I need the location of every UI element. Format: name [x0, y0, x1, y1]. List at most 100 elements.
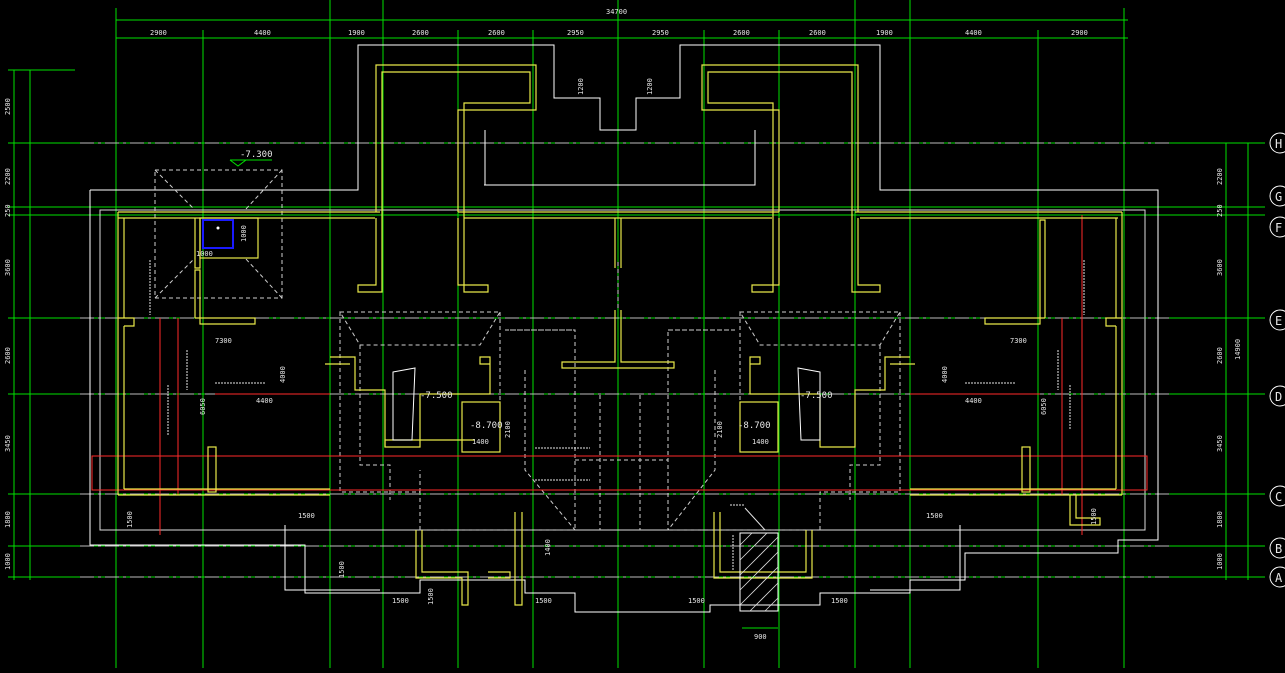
svg-text:1500: 1500 — [688, 597, 705, 605]
right-dim: 2200 — [1216, 168, 1224, 185]
svg-text:4400: 4400 — [965, 397, 982, 405]
left-dim: 3450 — [4, 435, 12, 452]
svg-text:-8.700: -8.700 — [738, 421, 771, 431]
left-dim: 2600 — [4, 347, 12, 364]
dashed-hidden-lines — [154, 169, 901, 531]
left-dim: 1000 — [4, 553, 12, 570]
axis-bubble-c[interactable]: C — [1269, 485, 1285, 507]
svg-text:-8.700: -8.700 — [470, 421, 503, 431]
svg-text:1500: 1500 — [926, 512, 943, 520]
elevation-left-big-pit: -7.500 — [420, 391, 453, 401]
left-dim: 1800 — [4, 511, 12, 528]
top-dim: 2600 — [412, 29, 429, 37]
top-dim: 2600 — [488, 29, 505, 37]
svg-text:D: D — [1275, 390, 1282, 404]
svg-text:1500: 1500 — [831, 597, 848, 605]
axis-bubble-f[interactable]: F — [1269, 216, 1285, 238]
top-dim: 2600 — [733, 29, 750, 37]
svg-text:1500: 1500 — [535, 597, 552, 605]
svg-text:900: 900 — [754, 633, 767, 641]
svg-text:1500: 1500 — [392, 597, 409, 605]
foundation-walls — [117, 64, 1123, 606]
axis-bubbles: H G F E D C B A — [1269, 132, 1285, 588]
svg-text:1400: 1400 — [544, 539, 552, 556]
axis-bubble-g[interactable]: G — [1269, 185, 1285, 207]
elevation-right-small-pit: -8.700 — [738, 421, 771, 431]
top-dim: 4400 — [965, 29, 982, 37]
overall-height-dim: 14900 — [1234, 339, 1242, 360]
top-dim: 2950 — [567, 29, 584, 37]
rebar-note-marks — [149, 260, 1085, 570]
svg-text:C: C — [1275, 490, 1282, 504]
svg-text:7300: 7300 — [1010, 337, 1027, 345]
svg-text:G: G — [1275, 190, 1282, 204]
svg-text:4000: 4000 — [279, 366, 287, 383]
elevation-left-small-pit: -8.700 — [470, 421, 503, 431]
svg-text:A: A — [1275, 571, 1283, 585]
right-dim: 3600 — [1216, 259, 1224, 276]
svg-text:1400: 1400 — [472, 438, 489, 446]
left-dim: 2200 — [4, 168, 12, 185]
axis-bubble-b[interactable]: B — [1269, 537, 1285, 559]
right-dim: 250 — [1216, 204, 1224, 217]
svg-text:1000: 1000 — [196, 250, 213, 258]
svg-text:1500: 1500 — [427, 588, 435, 605]
svg-text:1200: 1200 — [577, 78, 585, 95]
pit-marker-blue — [202, 219, 234, 249]
hatched-wall — [739, 532, 779, 612]
elevation-markers: -7.300 -7.500 -8.700 -8.700 -7.500 — [229, 150, 833, 431]
pit-slopes — [392, 367, 821, 441]
top-dim: 2600 — [809, 29, 826, 37]
svg-text:-7.500: -7.500 — [420, 391, 453, 401]
top-dim: 2900 — [1071, 29, 1088, 37]
top-dim: 4400 — [254, 29, 271, 37]
left-dimensions: 2500 2200 250 3600 2600 3450 1800 1000 — [4, 98, 12, 570]
right-dim: 2600 — [1216, 347, 1224, 364]
right-dim: 1000 — [1216, 553, 1224, 570]
svg-text:2100: 2100 — [504, 421, 512, 438]
svg-text:4400: 4400 — [256, 397, 273, 405]
svg-text:-7.300: -7.300 — [240, 150, 273, 160]
svg-text:F: F — [1275, 221, 1282, 235]
left-dim: 2500 — [4, 98, 12, 115]
svg-text:1400: 1400 — [752, 438, 769, 446]
right-dim: 1800 — [1216, 511, 1224, 528]
elevation-left-pit: -7.300 — [229, 150, 273, 167]
svg-text:1000: 1000 — [240, 225, 248, 242]
axis-bubble-d[interactable]: D — [1269, 385, 1285, 407]
svg-text:4000: 4000 — [941, 366, 949, 383]
foundation-outline — [89, 44, 1159, 613]
top-dim: 2950 — [652, 29, 669, 37]
svg-text:B: B — [1275, 542, 1282, 556]
svg-text:-7.500: -7.500 — [800, 391, 833, 401]
svg-text:6050: 6050 — [1040, 398, 1048, 415]
axis-bubble-h[interactable]: H — [1269, 132, 1285, 154]
axis-bubble-a[interactable]: A — [1269, 566, 1285, 588]
svg-text:E: E — [1275, 314, 1282, 328]
svg-text:H: H — [1275, 137, 1282, 151]
svg-text:2100: 2100 — [716, 421, 724, 438]
right-dimensions: 2200 250 3600 2600 3450 1800 1000 — [1216, 168, 1224, 570]
red-reinforcement-lines — [91, 215, 1148, 535]
left-dim: 250 — [4, 204, 12, 217]
svg-text:1500: 1500 — [298, 512, 315, 520]
axis-bubble-e[interactable]: E — [1269, 309, 1285, 331]
axis-center-lines — [80, 142, 1170, 578]
leader-lines — [742, 507, 778, 629]
top-dim: 1900 — [348, 29, 365, 37]
svg-text:1200: 1200 — [646, 78, 654, 95]
overall-width-dim: 34700 — [606, 8, 627, 16]
right-dim: 3450 — [1216, 435, 1224, 452]
svg-text:1500: 1500 — [1090, 508, 1098, 525]
svg-text:6050: 6050 — [199, 398, 207, 415]
elevation-right-big-pit: -7.500 — [800, 391, 833, 401]
top-dimensions: 2900 4400 1900 2600 2600 2950 2950 2600 … — [150, 29, 1088, 37]
detail-dimensions: 1200 1200 7300 7300 4400 4400 6050 6050 … — [126, 78, 1098, 641]
svg-text:1500: 1500 — [338, 561, 346, 578]
top-dim: 1900 — [876, 29, 893, 37]
svg-text:7300: 7300 — [215, 337, 232, 345]
svg-text:1500: 1500 — [126, 511, 134, 528]
left-dim: 3600 — [4, 259, 12, 276]
